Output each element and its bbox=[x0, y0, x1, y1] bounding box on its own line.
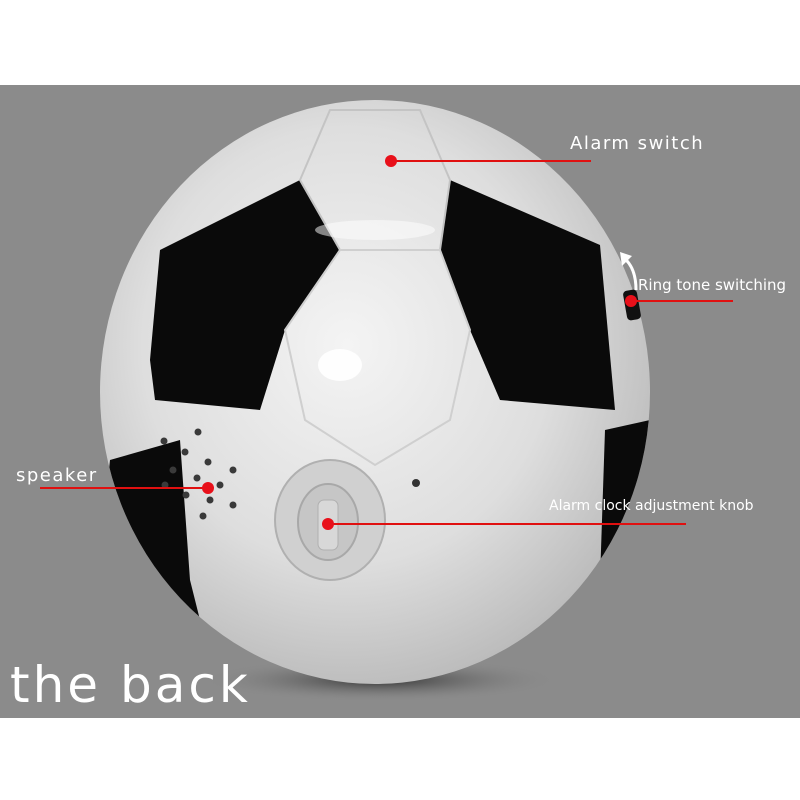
speaker-grille bbox=[160, 428, 237, 520]
leader-speaker bbox=[40, 487, 208, 489]
leader-ring-tone bbox=[631, 300, 733, 302]
marker-dot-knob bbox=[322, 518, 334, 530]
marker-dot-speaker bbox=[202, 482, 214, 494]
label-alarm-switch: Alarm switch bbox=[570, 133, 705, 154]
marker-dot-alarm-switch bbox=[385, 155, 397, 167]
caption-the-back: the back bbox=[10, 656, 251, 714]
label-speaker: speaker bbox=[16, 465, 98, 486]
leader-knob bbox=[328, 523, 686, 525]
label-alarm-clock-adjustment-knob: Alarm clock adjustment knob bbox=[549, 498, 754, 514]
label-ring-tone-switching: Ring tone switching bbox=[638, 276, 787, 294]
marker-dot-ring-tone bbox=[625, 295, 637, 307]
leader-alarm-switch bbox=[391, 160, 591, 162]
